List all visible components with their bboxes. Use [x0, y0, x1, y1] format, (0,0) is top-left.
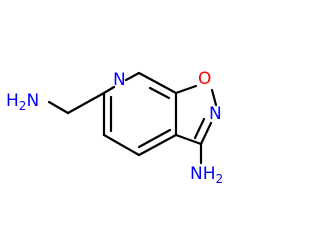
amine-h-text: H — [6, 91, 19, 111]
amine-label-bottom: NH2 — [190, 164, 223, 186]
isoxazole-n-label: N — [209, 104, 222, 124]
bond-group — [47, 71, 218, 165]
bond-ch2-c6 — [66, 91, 106, 115]
bond-c7a-npyr-inner — [148, 86, 171, 100]
bond-c3-c3a — [174, 133, 203, 146]
bond-c4-c3a-inner — [137, 128, 172, 149]
structure-diagram: H2N N O N NH2 — [6, 69, 223, 186]
bond-c7a-o — [174, 84, 198, 95]
bond-c6-npyr — [102, 85, 116, 95]
bond-c5-c4 — [102, 133, 141, 157]
bond-npyr-top-2 — [137, 71, 154, 82]
amine-subscript: 2 — [19, 99, 27, 113]
amine-nh-text: NH — [190, 164, 216, 184]
ring-o-label: O — [198, 69, 211, 89]
atom-labels: H2N N O N NH2 — [6, 69, 223, 186]
amine-bottom-subscript: 2 — [216, 172, 224, 186]
amine-n-text: N — [26, 91, 39, 111]
amine-label-left: H2N — [6, 91, 39, 113]
bond-niso-c3-inner — [193, 117, 206, 140]
bond-c4-c3a — [137, 133, 178, 157]
bond-c7a-npyr — [150, 78, 178, 95]
pyridine-n-label: N — [113, 70, 126, 90]
bond-npyr-top — [124, 71, 141, 82]
bond-o-niso — [210, 88, 218, 107]
bond-niso-c3 — [199, 121, 213, 146]
molecule-canvas: H2N N O N NH2 — [6, 69, 223, 186]
bond-nh2-ch2 — [47, 100, 70, 115]
